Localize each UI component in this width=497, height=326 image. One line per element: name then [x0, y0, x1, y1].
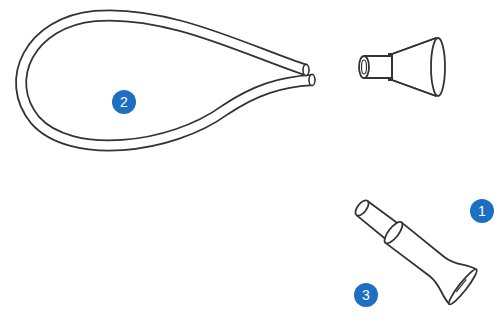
callout-number: 2	[112, 90, 136, 114]
callout-number: 3	[354, 283, 378, 307]
funnel-adapter-drawing	[359, 38, 445, 96]
callout-number: 1	[470, 199, 494, 223]
mouthpiece-drawing	[345, 188, 480, 307]
tube-drawing	[21, 15, 315, 145]
